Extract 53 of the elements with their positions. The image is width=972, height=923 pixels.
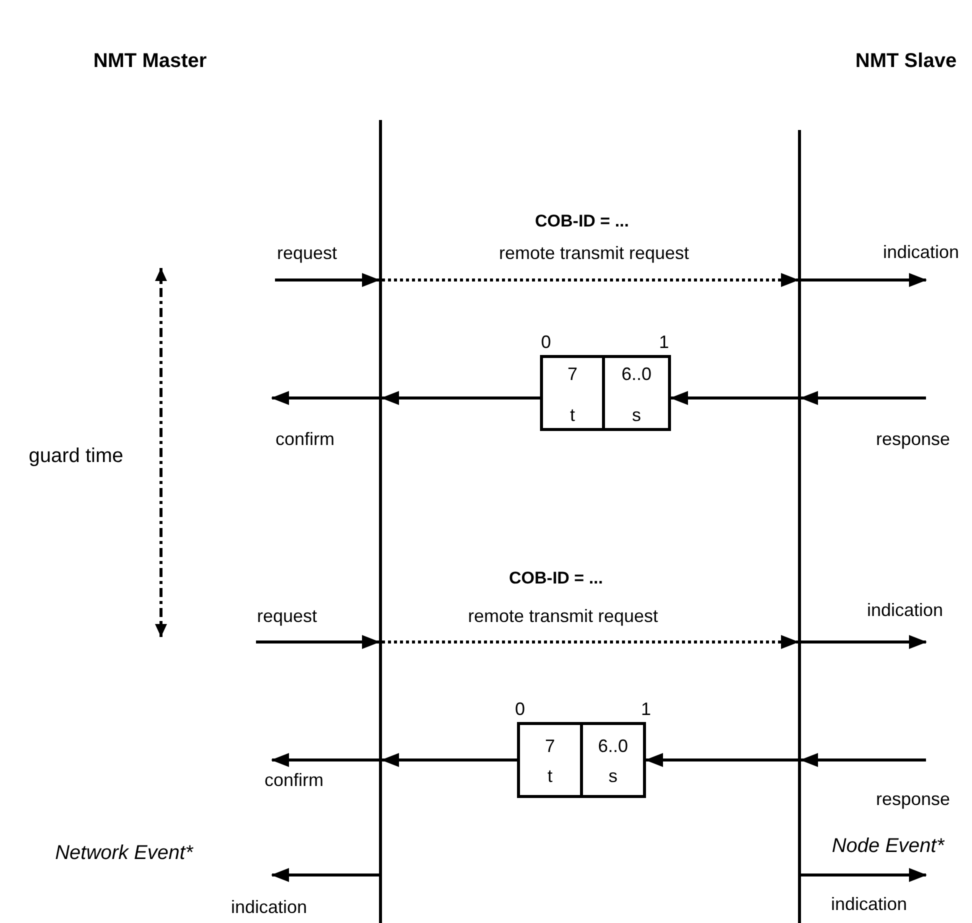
arrow: [382, 635, 799, 649]
edge-label: response: [876, 790, 950, 810]
edge-label: response: [876, 430, 950, 450]
bit-label: 6..0: [598, 737, 628, 757]
edge-label: remote transmit request: [498, 244, 690, 264]
lifeline: [379, 120, 382, 923]
arrow: [275, 273, 380, 287]
arrow: [801, 635, 927, 649]
arrow: [800, 391, 926, 405]
edge-label: confirm: [276, 430, 334, 450]
arrow: [645, 753, 798, 767]
edge-label: request: [256, 607, 318, 627]
edge-label: indication: [882, 243, 960, 263]
heading: NMT Slave: [840, 47, 972, 75]
message-id: COB-ID = ...: [535, 212, 629, 232]
edge-label: confirm: [264, 771, 324, 791]
bit-label: 7: [545, 737, 555, 757]
arrow: [271, 391, 379, 405]
bit-label: 7: [568, 365, 578, 385]
heading: NMT Master: [50, 47, 250, 75]
byte-number: 1: [641, 700, 651, 720]
arrow: [801, 273, 927, 287]
edge-label: indication: [830, 895, 908, 915]
arrow: [271, 753, 379, 767]
message-id: COB-ID = ...: [509, 570, 603, 588]
dimension-label: guard time: [28, 445, 124, 467]
frame-field: [602, 355, 671, 431]
arrow: [381, 391, 540, 405]
edge-label: indication: [866, 601, 944, 621]
arrow: [382, 273, 799, 287]
frame-field: [517, 722, 583, 798]
arrow: [800, 753, 926, 767]
byte-number: 1: [659, 333, 669, 353]
byte-number: 0: [541, 333, 551, 353]
arrow: [801, 868, 927, 882]
event-label: Node Event*: [832, 835, 944, 857]
field-label: s: [608, 767, 618, 787]
byte-number: 0: [515, 700, 525, 720]
frame-field: [540, 355, 605, 431]
arrow: [271, 868, 379, 882]
bit-label: 6..0: [621, 365, 652, 385]
edge-label: indication: [230, 898, 308, 918]
arrow: [381, 753, 517, 767]
arrow: [256, 635, 380, 649]
field-label: t: [548, 767, 552, 787]
arrow: [670, 391, 798, 405]
lifeline: [798, 130, 801, 923]
edge-label: request: [276, 244, 338, 264]
field-label: t: [570, 406, 575, 426]
edge-label: remote transmit request: [468, 607, 658, 627]
frame-field: [580, 722, 646, 798]
field-label: s: [632, 406, 641, 426]
event-label: Network Event*: [55, 842, 193, 864]
